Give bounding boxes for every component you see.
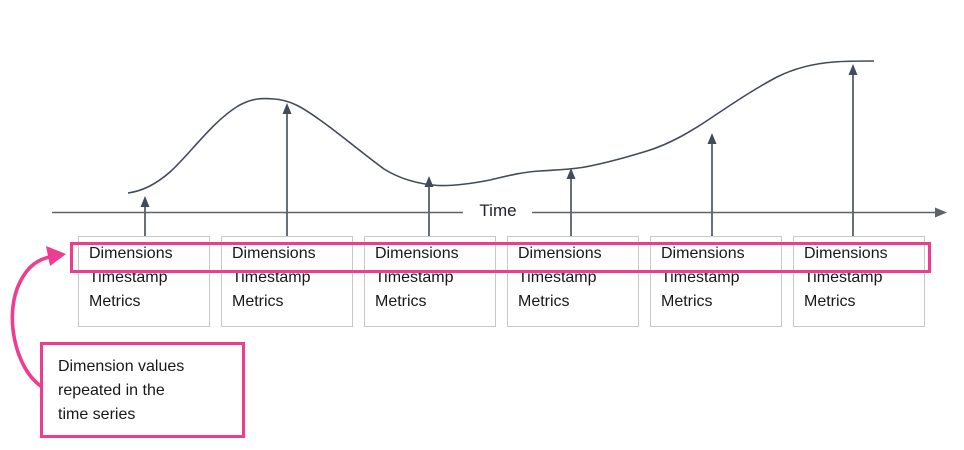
record-box: Dimensions Timestamp Metrics xyxy=(793,236,925,327)
record-field-timestamp: Timestamp xyxy=(375,269,454,286)
record-field-dimensions: Dimensions xyxy=(375,245,459,262)
data-point-up-arrow xyxy=(848,64,858,236)
callout-box: Dimension values repeated in the time se… xyxy=(40,342,245,438)
record-box: Dimensions Timestamp Metrics xyxy=(650,236,782,327)
record-field-metrics: Metrics xyxy=(661,293,713,310)
data-point-up-arrow xyxy=(424,176,434,236)
record-field-dimensions: Dimensions xyxy=(804,245,888,262)
record-box: Dimensions Timestamp Metrics xyxy=(507,236,639,327)
callout-curved-arrow xyxy=(10,246,66,389)
callout-text-line: time series xyxy=(58,406,136,423)
data-point-up-arrow xyxy=(282,103,292,236)
record-field-metrics: Metrics xyxy=(518,293,570,310)
record-field-dimensions: Dimensions xyxy=(518,245,602,262)
record-field-timestamp: Timestamp xyxy=(518,269,597,286)
time-series-curve xyxy=(127,60,875,194)
callout-text-line: Dimension values xyxy=(58,358,185,375)
record-field-metrics: Metrics xyxy=(232,293,284,310)
record-field-dimensions: Dimensions xyxy=(661,245,745,262)
record-box: Dimensions Timestamp Metrics xyxy=(221,236,353,327)
record-field-metrics: Metrics xyxy=(89,293,141,310)
axis-right-arrowhead xyxy=(935,207,947,218)
callout-text-line: repeated in the xyxy=(58,382,165,399)
time-axis xyxy=(52,207,947,218)
record-field-metrics: Metrics xyxy=(804,293,856,310)
record-field-metrics: Metrics xyxy=(375,293,427,310)
data-point-up-arrow xyxy=(140,196,150,236)
record-field-timestamp: Timestamp xyxy=(661,269,740,286)
record-field-dimensions: Dimensions xyxy=(232,245,316,262)
record-field-timestamp: Timestamp xyxy=(89,269,168,286)
data-point-up-arrow xyxy=(707,133,717,236)
record-box: Dimensions Timestamp Metrics xyxy=(364,236,496,327)
record-field-timestamp: Timestamp xyxy=(804,269,883,286)
record-field-dimensions: Dimensions xyxy=(89,245,173,262)
data-point-up-arrow xyxy=(566,168,576,236)
record-field-timestamp: Timestamp xyxy=(232,269,311,286)
time-axis-label: Time xyxy=(479,201,517,220)
record-box: Dimensions Timestamp Metrics xyxy=(78,236,210,327)
